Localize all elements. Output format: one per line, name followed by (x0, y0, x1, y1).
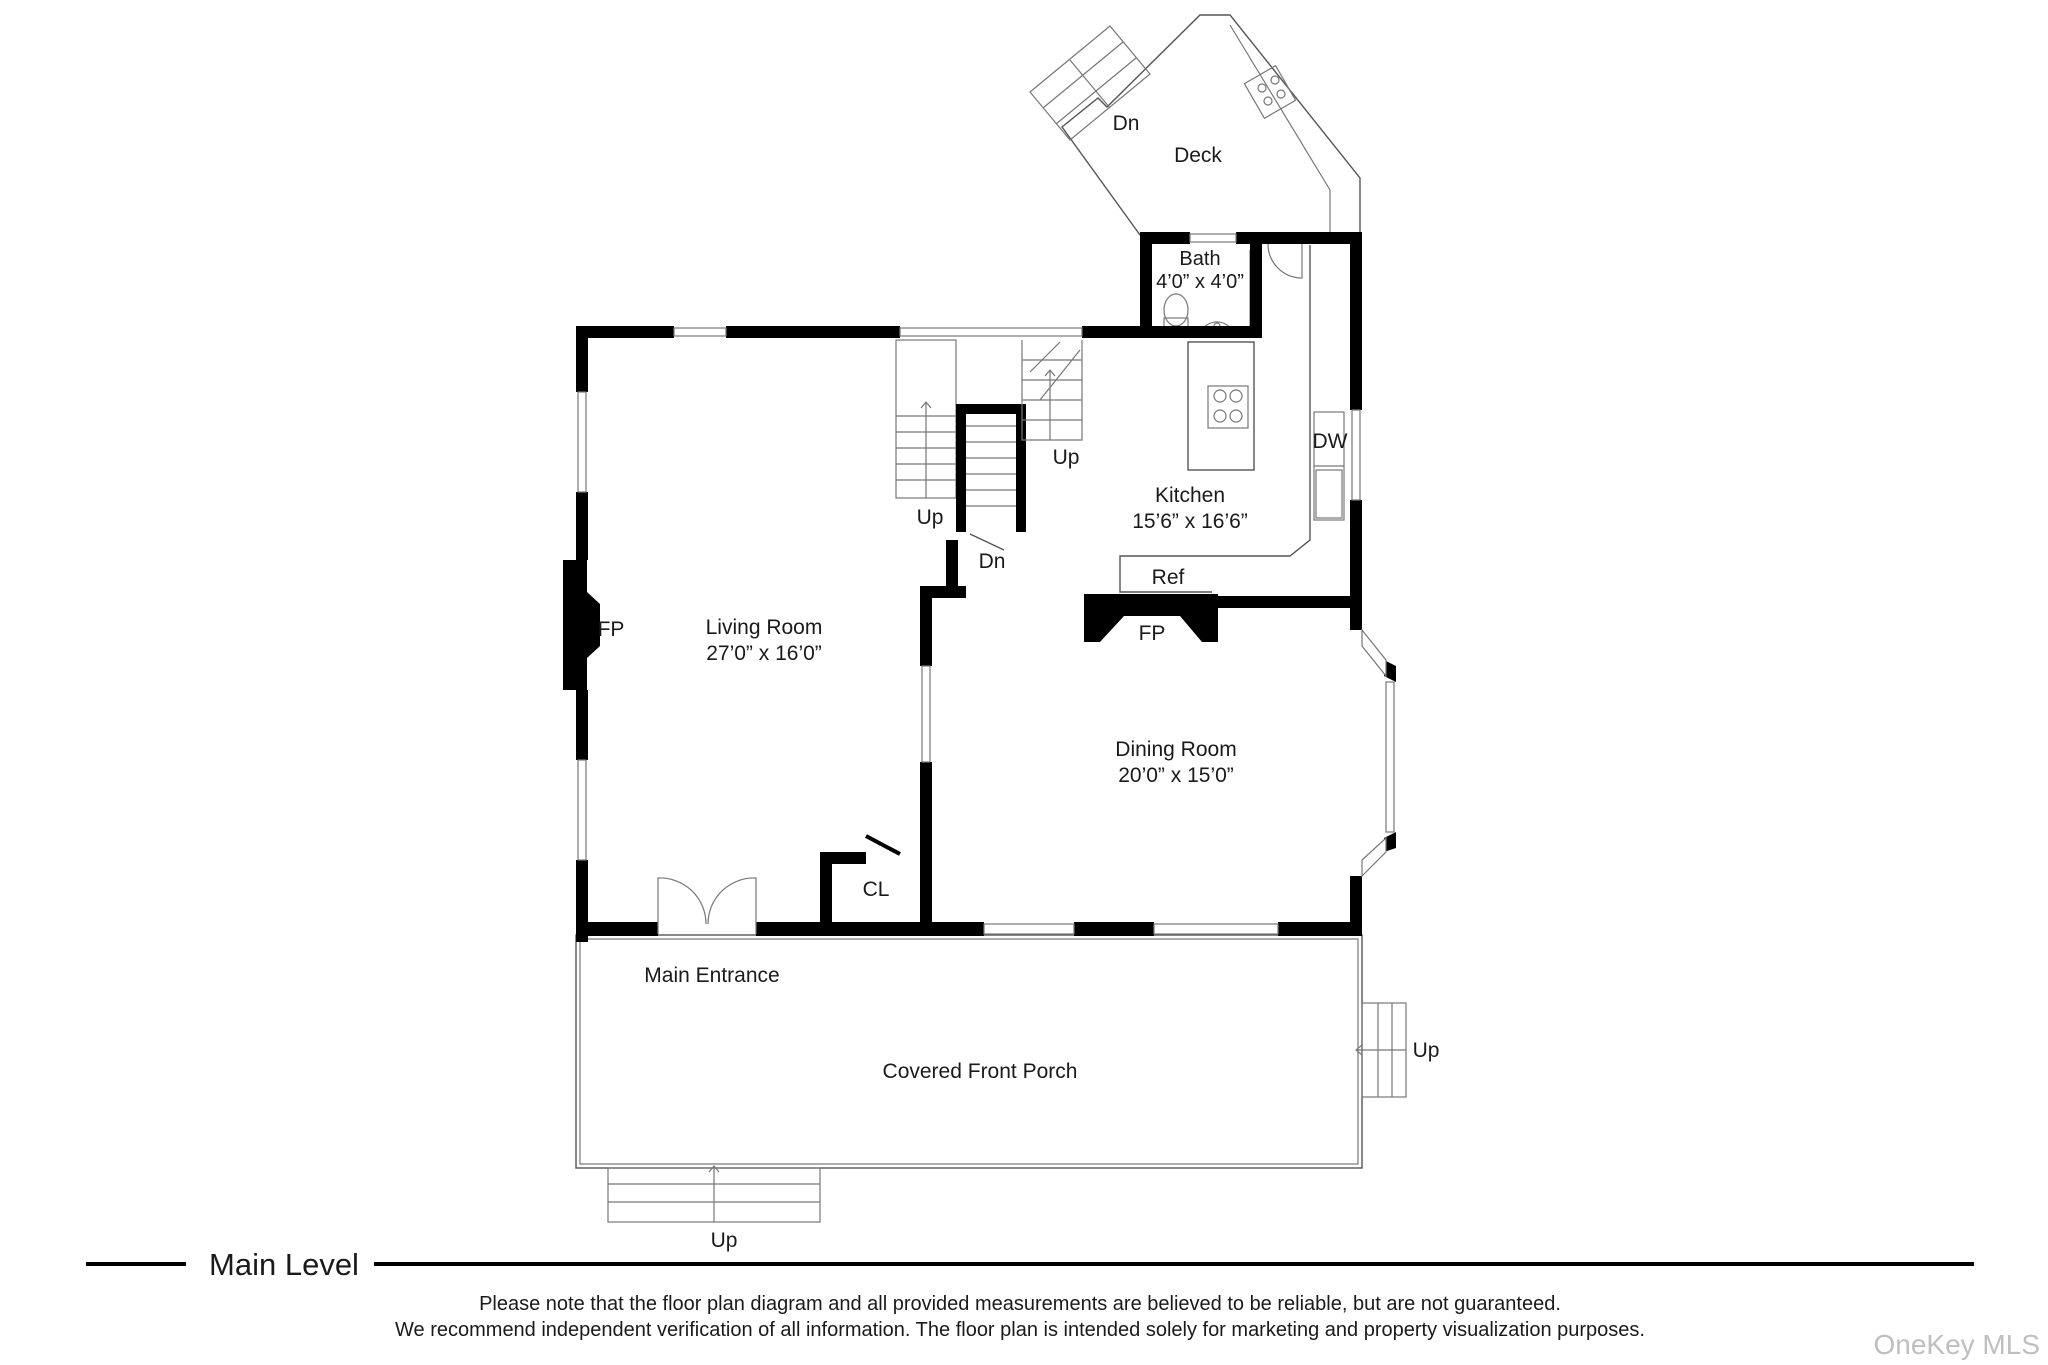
deck-dn-label: Dn (1113, 112, 1140, 135)
ref-label: Ref (1152, 566, 1185, 589)
kitchen-fp-label: FP (1139, 622, 1166, 645)
disclaimer-line-2: We recommend independent verification of… (395, 1319, 1645, 1341)
basement-dn-label: Dn (979, 550, 1006, 573)
living-room-label: Living Room (706, 616, 823, 639)
porch-front-up-label: Up (711, 1229, 738, 1252)
deck-label: Deck (1174, 144, 1222, 167)
doors (657, 243, 1303, 934)
covered-front-porch-label: Covered Front Porch (883, 1060, 1078, 1083)
porch-side-up-label: Up (1413, 1039, 1440, 1062)
kitchen-up-label: Up (1053, 446, 1080, 469)
kitchen-size: 15’6” x 16’6” (1132, 510, 1248, 533)
porch-side-steps (1355, 1002, 1407, 1098)
level-title: Main Level (209, 1247, 359, 1282)
bath-label: Bath (1179, 248, 1220, 270)
kitchen-fireplace (1084, 594, 1218, 642)
main-stair (895, 339, 957, 499)
dining-room-label: Dining Room (1115, 738, 1236, 761)
living-fireplace (563, 560, 633, 690)
kitchen-stair (1021, 340, 1083, 441)
level-title-bar: Main Level (86, 1247, 1974, 1282)
porch-front-steps (607, 1165, 821, 1223)
living-fp-label: FP (598, 618, 625, 641)
living-room-size: 27’0” x 16’0” (706, 642, 822, 665)
bath-size: 4’0” x 4’0” (1156, 271, 1244, 293)
main-entrance-label: Main Entrance (644, 964, 779, 987)
windows (577, 233, 1395, 935)
kitchen-fixtures (1119, 245, 1345, 593)
basement-stair (956, 404, 1026, 551)
dining-room-size: 20’0” x 15’0” (1118, 764, 1234, 787)
inner-up-label: Up (917, 506, 944, 529)
disclaimer-line-1: Please note that the floor plan diagram … (479, 1293, 1561, 1315)
walls (576, 232, 1396, 942)
closet-label: CL (863, 878, 890, 901)
dw-label: DW (1313, 430, 1348, 453)
kitchen-label: Kitchen (1155, 484, 1225, 507)
deck (1029, 14, 1361, 236)
watermark: OneKey MLS (1873, 1329, 2040, 1360)
